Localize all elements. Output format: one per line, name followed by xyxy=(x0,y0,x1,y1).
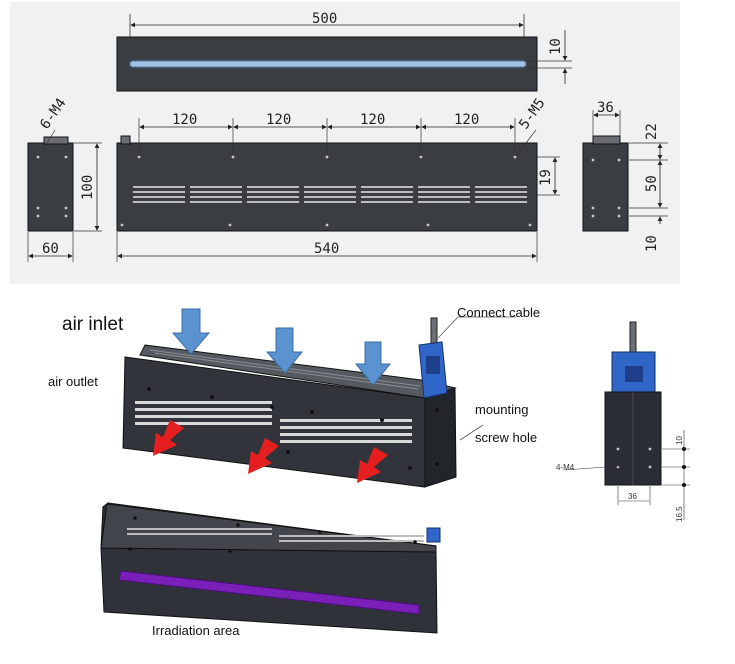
spacing-label-2: 120 xyxy=(266,112,291,128)
top-view: 500 10 xyxy=(116,11,572,92)
front-vent-slots xyxy=(133,186,527,203)
air-outlet-arrows xyxy=(153,420,388,483)
front-right-offset-label: 19 xyxy=(538,169,554,186)
spacing-label-1: 120 xyxy=(172,112,197,128)
iso-vent-holes xyxy=(135,401,412,443)
side-width-label: 36 xyxy=(597,100,614,116)
right-side-body xyxy=(582,142,629,232)
front-view: 120 120 120 120 5-M5 19 540 xyxy=(116,95,560,262)
spacing-label-3: 120 xyxy=(360,112,385,128)
side-bottom-label: 10 xyxy=(644,235,660,252)
top-height-label: 10 xyxy=(548,38,564,55)
front-width-left-label: 60 xyxy=(42,241,59,257)
small-dim-10-label: 10 xyxy=(675,436,684,445)
air-outlet-label: air outlet xyxy=(48,374,98,389)
front-left-hole-label: 6-M4 xyxy=(37,95,69,132)
small-dim-16-5-label: 16.5 xyxy=(675,506,684,522)
left-side-view: 6-M4 100 60 xyxy=(27,95,102,262)
small-width-label: 36 xyxy=(628,492,637,501)
iso-end-face xyxy=(424,387,457,488)
side-mid-label: 50 xyxy=(644,175,660,192)
small-side-connector xyxy=(611,351,656,393)
front-height-label: 100 xyxy=(80,175,96,200)
front-total-length-label: 540 xyxy=(314,241,339,257)
small-hole-label: 4-M4 xyxy=(556,463,575,472)
air-inlet-arrows xyxy=(171,308,392,386)
side-top-label: 22 xyxy=(644,123,660,140)
air-inlet-label: air inlet xyxy=(62,314,124,335)
spacing-label-4: 120 xyxy=(454,112,479,128)
top-length-label: 500 xyxy=(312,11,337,27)
irradiation-area-label: Irradiation area xyxy=(152,623,240,638)
isometric-view xyxy=(122,308,516,488)
screw-hole-label: screw hole xyxy=(475,430,537,445)
bottom-iso-view xyxy=(100,501,441,634)
small-side-view xyxy=(564,321,690,520)
right-side-view: 36 22 50 10 xyxy=(582,100,668,252)
mounting-label: mounting xyxy=(475,402,528,417)
connect-cable-label: Connect cable xyxy=(457,305,540,320)
front-right-hole-label: 5-M5 xyxy=(516,95,548,132)
front-view-connector xyxy=(120,135,131,145)
led-irradiation-strip xyxy=(118,570,420,615)
top-view-slot xyxy=(129,60,527,68)
